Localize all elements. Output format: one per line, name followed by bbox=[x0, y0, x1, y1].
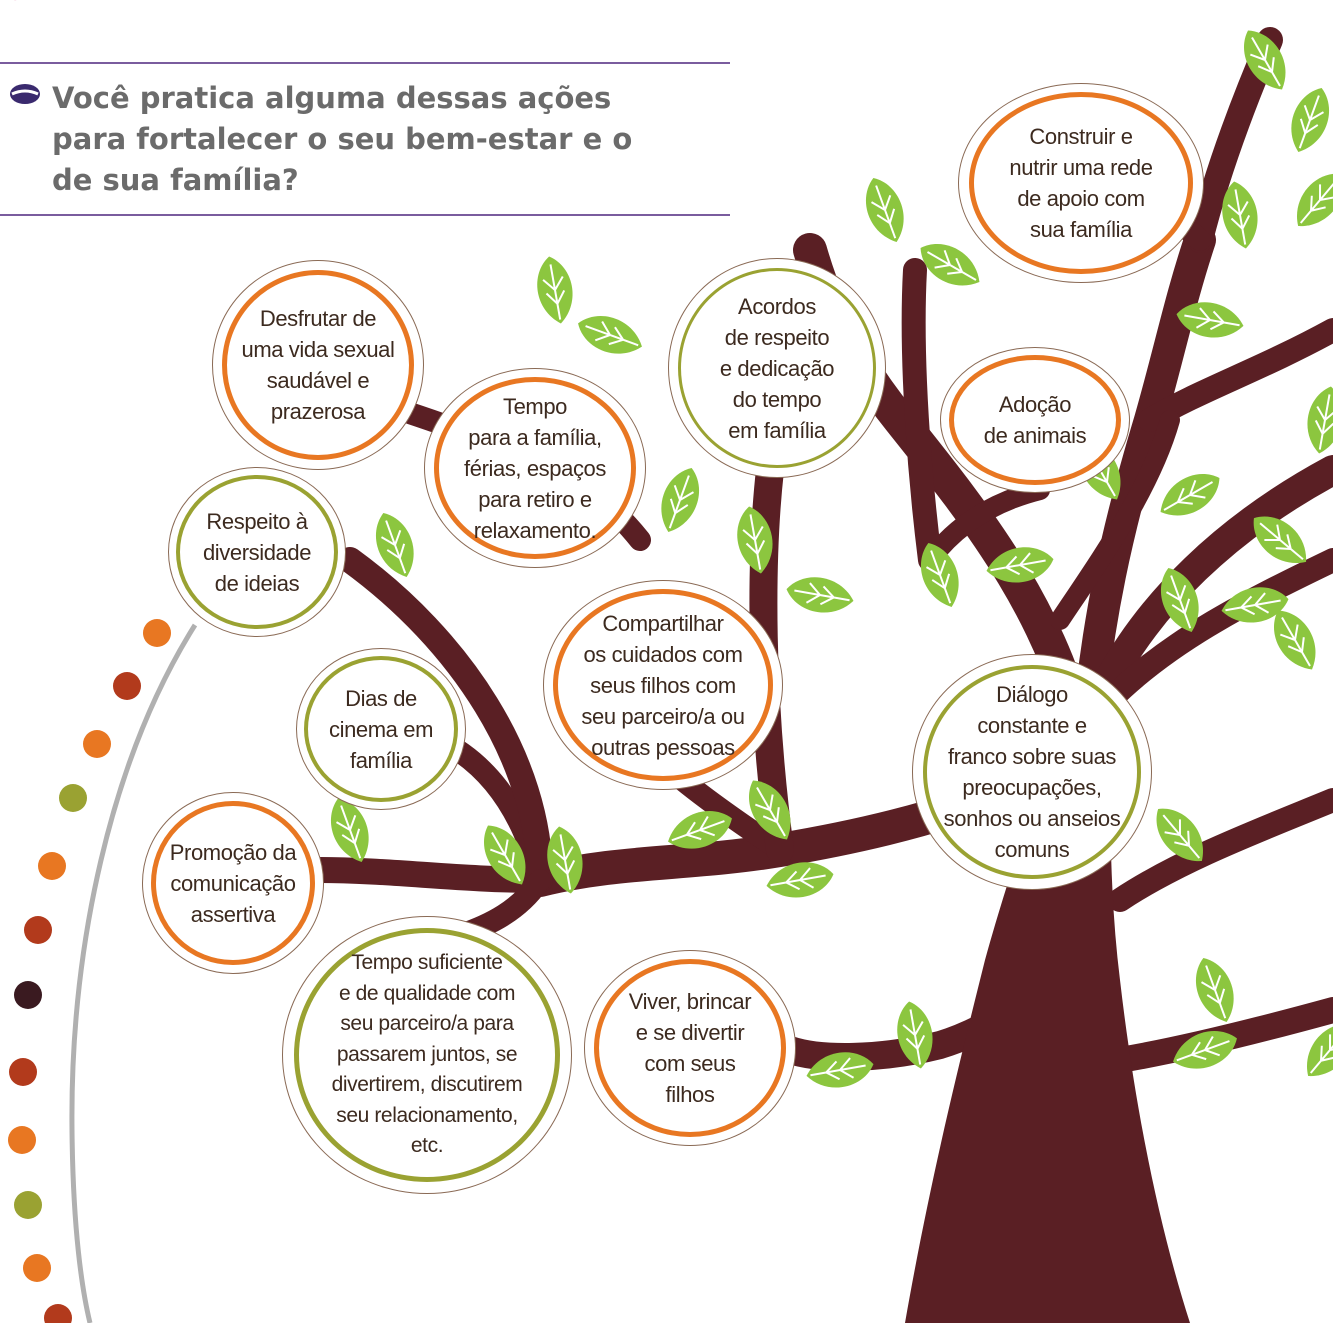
leaf-icon bbox=[806, 1052, 874, 1088]
bubble-ring bbox=[151, 801, 315, 965]
leaf-icon bbox=[865, 178, 904, 242]
bubble-ring bbox=[294, 928, 560, 1182]
leaf-icon bbox=[786, 577, 854, 613]
bubble-text-compartilhar: Compartilhar os cuidados com seus filhos… bbox=[581, 610, 745, 760]
leaf-icon bbox=[1307, 1023, 1333, 1077]
leaf-icon bbox=[749, 780, 791, 840]
leaf-icon bbox=[1221, 587, 1289, 623]
leaf-icon bbox=[375, 513, 414, 577]
top-divider bbox=[0, 62, 730, 64]
bubble-text-adocao: Adoção de animais bbox=[983, 392, 1087, 448]
decorative-arc bbox=[69, 623, 198, 1323]
bubble-text-respeito: Respeito à diversidade de ideias bbox=[202, 508, 312, 596]
leaf-icon bbox=[1222, 181, 1258, 249]
leaf-icon bbox=[1274, 610, 1316, 670]
leaf-icon bbox=[578, 315, 642, 354]
leaf-icon bbox=[661, 468, 700, 532]
bubble-ring bbox=[949, 355, 1121, 485]
bubble-viver-brincar: Viver, brincar e se divertir com seus fi… bbox=[584, 950, 796, 1146]
leaf-icon bbox=[1160, 568, 1199, 632]
bubble-respeito: Respeito à diversidade de ideias bbox=[168, 467, 346, 637]
bubble-ring bbox=[434, 377, 636, 559]
decorative-dot bbox=[23, 1254, 51, 1282]
leaf-icon bbox=[668, 810, 732, 849]
bubble-ring bbox=[594, 959, 786, 1137]
leaf-icon bbox=[920, 543, 959, 607]
bubble-ring bbox=[304, 656, 458, 802]
bubble-ring bbox=[222, 270, 414, 460]
bubble-text-tempo-familia: Tempo para a família, férias, espaços pa… bbox=[464, 393, 606, 543]
leaf-icon bbox=[1253, 516, 1307, 563]
bottom-divider bbox=[0, 214, 730, 216]
question-block: Você pratica alguma dessas ações para fo… bbox=[0, 62, 730, 217]
bubble-ring bbox=[553, 589, 773, 781]
leaf-icon bbox=[1307, 386, 1333, 454]
decorative-dot bbox=[14, 1191, 42, 1219]
decorative-dot bbox=[59, 784, 87, 812]
bubble-ring bbox=[176, 475, 338, 629]
bubble-adocao: Adoção de animais bbox=[940, 347, 1130, 493]
bubble-dialogo: Diálogo constante e franco sobre suas pr… bbox=[912, 654, 1152, 890]
leaf-icon bbox=[766, 862, 834, 898]
bubble-tempo-familia: Tempo para a família, férias, espaços pa… bbox=[424, 368, 646, 568]
bubble-compartilhar: Compartilhar os cuidados com seus filhos… bbox=[543, 580, 783, 790]
bubble-rede-apoio: Construir e nutrir uma rede de apoio com… bbox=[958, 83, 1204, 283]
leaf-icon bbox=[1173, 1030, 1237, 1069]
leaf-icon bbox=[537, 256, 573, 324]
bubble-text-vida-sexual: Desfrutar de uma vida sexual saudável e … bbox=[241, 306, 395, 424]
bubble-text-viver-brincar: Viver, brincar e se divertir com seus fi… bbox=[628, 989, 752, 1107]
leaf-icon bbox=[547, 826, 583, 894]
decorative-dot bbox=[143, 619, 171, 647]
logo-fragment-icon bbox=[0, 0, 36, 6]
tree-branch bbox=[1050, 410, 1180, 630]
bubble-acordos: Acordos de respeito e dedicação do tempo… bbox=[668, 258, 886, 478]
bubble-vida-sexual: Desfrutar de uma vida sexual saudável e … bbox=[212, 260, 424, 470]
leaf-icon bbox=[1291, 88, 1330, 152]
bubble-text-acordos: Acordos de respeito e dedicação do tempo… bbox=[719, 293, 835, 443]
tree-branch bbox=[1069, 224, 1216, 776]
leaf-icon bbox=[920, 244, 980, 286]
bubble-cinema: Dias de cinema em família bbox=[296, 648, 466, 810]
decorative-dot bbox=[44, 1304, 72, 1323]
leaf-icon bbox=[1156, 808, 1203, 862]
decorative-dot bbox=[38, 852, 66, 880]
decorative-dot bbox=[8, 1126, 36, 1154]
leaf-icon bbox=[1160, 474, 1220, 516]
bubble-text-rede-apoio: Construir e nutrir uma rede de apoio com… bbox=[1009, 124, 1153, 242]
tree-branch bbox=[1108, 788, 1333, 912]
bubble-comunicacao: Promoção da comunicação assertiva bbox=[142, 792, 324, 974]
leaf-icon bbox=[1244, 30, 1286, 90]
tree-branch bbox=[337, 547, 553, 893]
decorative-dot bbox=[9, 1058, 37, 1086]
tree-leaves bbox=[330, 30, 1333, 1088]
decorative-dot bbox=[14, 981, 42, 1009]
leaf-icon bbox=[1176, 302, 1244, 338]
leaf-icon bbox=[1195, 958, 1234, 1022]
bubble-text-cinema: Dias de cinema em família bbox=[329, 685, 433, 773]
bubble-text-comunicacao: Promoção da comunicação assertiva bbox=[169, 839, 297, 927]
leaf-icon bbox=[484, 825, 526, 885]
leaf-icon bbox=[1297, 173, 1333, 227]
tree-branch bbox=[1138, 318, 1333, 432]
bubble-ring bbox=[923, 665, 1141, 879]
tree-branch bbox=[901, 258, 942, 572]
bubble-text-dialogo: Diálogo constante e franco sobre suas pr… bbox=[943, 682, 1121, 862]
leaf-icon bbox=[330, 798, 369, 862]
tree-branch bbox=[1075, 455, 1333, 735]
tree-branch bbox=[1098, 548, 1333, 712]
tree-trunk bbox=[905, 740, 1190, 1323]
bubble-tempo-parceiro: Tempo suficiente e de qualidade com seu … bbox=[282, 916, 572, 1194]
leaf-icon bbox=[897, 1001, 933, 1069]
leaf-icon bbox=[737, 506, 773, 574]
bubble-text-tempo-parceiro: Tempo suficiente e de qualidade com seu … bbox=[331, 951, 523, 1158]
decorative-dot bbox=[83, 730, 111, 758]
decorative-dot bbox=[24, 916, 52, 944]
decorative-dot bbox=[113, 672, 141, 700]
question-text: Você pratica alguma dessas ações para fo… bbox=[52, 81, 633, 197]
bubble-ring bbox=[678, 268, 876, 468]
leaf-icon bbox=[986, 547, 1054, 583]
bubble-ring bbox=[969, 92, 1193, 274]
bullet-icon bbox=[10, 84, 40, 104]
